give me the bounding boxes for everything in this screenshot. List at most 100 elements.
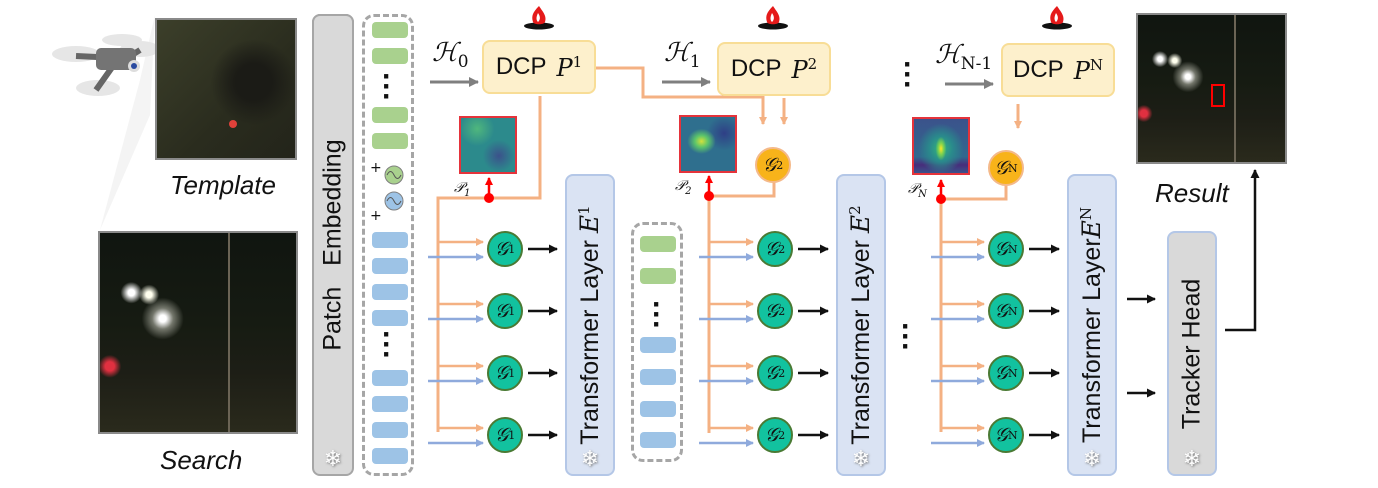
prompt-index: N [1089,55,1103,74]
search-token [372,284,408,300]
tap-dot-2 [704,191,714,201]
ellipsis-stages-middle: ··· [901,310,911,363]
token-column-2 [631,222,683,462]
search-token [372,422,408,438]
token-column-1 [362,14,414,476]
head-to-result [1225,169,1260,332]
prompt-symbol: P [1073,56,1090,85]
fire-icon [524,6,554,30]
gn-to-stagen [939,184,1008,432]
snowflake-icon: ❄ [580,446,600,471]
transformer-layer-label: Transformer Layer E2 [845,205,876,445]
fire-icon [758,6,788,30]
search-token [372,258,408,274]
prompt-heatmap-n [912,117,970,175]
result-label: Result [1155,178,1229,208]
tracking-bounding-box [1211,84,1225,107]
prompt-index: 2 [807,54,818,73]
template-label: Template [170,170,276,200]
svg-text:+: + [370,208,382,224]
svg-text:+: + [370,160,382,176]
patch-embedding-label: Patch Embedding [318,139,347,351]
dcp-block-1[interactable]: DCP P1 [482,40,596,94]
search-token [372,448,408,464]
search-token [372,232,408,248]
positional-encoding-icons: + + [370,160,404,224]
search-image [98,231,298,434]
ellipsis-stages-top: ··· [903,48,913,101]
ellipsis-template-tokens: ··· [382,60,392,113]
dcp-label: DCP [1013,56,1064,83]
search-token [640,337,676,353]
template-token [372,107,408,123]
dcp-label: DCP [495,53,547,80]
template-token [372,133,408,149]
prompt-heatmap-2 [679,115,737,173]
search-token [372,310,408,326]
search-token [372,370,408,386]
tracker-head[interactable]: Tracker Head ❄ [1167,231,1217,476]
prompt-symbol: P [556,53,573,82]
hidden-state-label-n: ℋN-1 [935,40,993,75]
transformer-layer-label: Transformer Layer E1 [574,205,605,445]
fire-icon [1042,6,1072,30]
tap-dot-1 [484,193,494,203]
lamp-post [1234,15,1236,162]
hidden-state-label-1: ℋ1 [664,38,701,73]
template-image [155,18,297,160]
prompt-map-label-1: 𝒫1 [454,180,471,199]
search-label: Search [160,445,243,475]
snowflake-icon: ❄ [1082,446,1102,471]
prompt-heatmap-1 [459,116,517,174]
prompt-symbol: P [791,55,808,84]
lamp-post [228,233,230,432]
drone-icon [52,34,158,96]
g2-to-stage2 [707,180,776,433]
dcp-block-n[interactable]: DCP PN [1001,43,1115,97]
snowflake-icon: ❄ [323,446,343,471]
result-image [1136,13,1287,164]
patch-embedding-block-lower[interactable]: Patch Embedding ❄ [312,14,354,476]
hidden-state-label-0: ℋ0 [432,38,469,73]
template-token [372,22,408,38]
template-token [640,268,676,284]
dcp1-to-g2 [594,66,767,125]
ellipsis-search-tokens: ··· [382,318,392,371]
target-light [229,120,237,128]
template-token [640,236,676,252]
transformer-layer-1[interactable]: Transformer Layer E1 ❄ [565,174,615,476]
search-token [640,432,676,448]
tracker-head-label: Tracker Head [1177,278,1206,429]
transformer-layer-label: Transformer LayerEN [1076,206,1107,444]
transformer-layer-2[interactable]: Transformer Layer E2 ❄ [836,174,886,476]
prompt-map-label-2: 𝒫2 [675,178,692,197]
snowflake-icon: ❄ [1182,446,1202,471]
snowflake-icon: ❄ [851,446,871,471]
prompt-index: 1 [572,52,583,71]
zoom-cone [100,15,155,230]
search-token [372,396,408,412]
prompt-map-label-n: 𝒫N [908,181,927,200]
transformer-layer-n[interactable]: Transformer LayerEN ❄ [1067,174,1117,476]
search-token [640,369,676,385]
dcp-block-2[interactable]: DCP P2 [717,42,831,96]
template-token [372,48,408,64]
tap-dot-n [936,194,946,204]
search-token [640,401,676,417]
dcp-label: DCP [730,55,782,82]
